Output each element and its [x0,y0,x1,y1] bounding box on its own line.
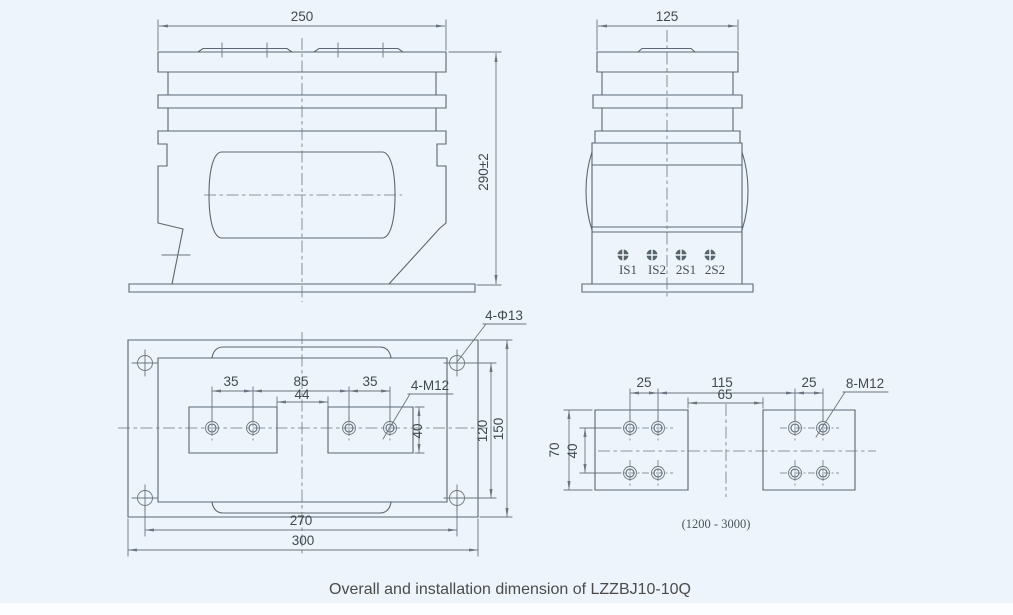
dim-busbar-plate-height: 70 [547,442,562,457]
terminal-label-2s2: 2S2 [705,262,725,277]
terminal-screw-icon [646,249,658,261]
note-busbar-holes: 8-M12 [846,376,884,391]
note-corner-holes: 4-Φ13 [485,308,523,323]
dim-busbar-gap: 65 [717,387,732,402]
dim-pad-pitch-right: 35 [362,374,377,389]
plan-view: 35 85 35 44 40 120 150 270 300 4-Φ13 4-M… [118,308,527,557]
front-view-dimensions: 250 290±2 [157,9,502,286]
dim-pad-span-center: 85 [293,374,308,389]
plan-view-centerlines [118,332,488,556]
busbar-view: 25 115 25 65 70 40 8-M12 (1200 - 3000) [547,375,889,531]
busbar-dimensions: 25 115 25 65 70 40 [547,375,824,491]
busbar-notes: 8-M12 (1200 - 3000) [682,376,889,531]
busbar-plates-outline [594,409,856,491]
dim-base-depth: 150 [491,418,506,441]
current-range-note: (1200 - 3000) [682,517,751,531]
footer-strip [0,603,1013,615]
terminal-screws: IS1 IS2 2S1 2S2 [617,249,725,277]
note-pad-holes: 4-M12 [411,378,449,393]
dim-front-width: 250 [291,9,314,24]
side-view: IS1 IS2 2S1 2S2 125 [581,9,754,298]
corner-mount-holes [131,349,471,512]
dim-busbar-pitch-right: 25 [801,375,816,390]
plan-view-outline [127,339,479,518]
terminal-label-1s1: IS1 [619,262,637,277]
dim-hole-span-horizontal: 270 [290,513,313,528]
dim-base-width: 300 [292,533,315,548]
plan-view-dimensions: 35 85 35 44 40 120 150 270 300 [127,339,513,557]
busbar-thread-holes [614,415,839,486]
dim-busbar-pitch-left: 25 [636,375,651,390]
dim-front-height: 290±2 [476,153,491,190]
terminal-label-1s2: IS2 [648,262,666,277]
plan-view-notes: 4-Φ13 4-M12 [382,308,527,440]
dim-hole-span-vertical: 120 [475,420,490,443]
front-view: 250 290±2 [128,9,502,302]
terminal-screw-icon [675,249,687,261]
dim-busbar-span-center: 115 [711,375,733,390]
front-view-centerlines [204,38,402,302]
core-window-outline [208,151,396,239]
dim-side-width: 125 [656,9,679,24]
busbar-centerlines [598,404,876,497]
terminal-screw-icon [617,249,629,261]
dim-busbar-row-pitch: 40 [565,443,580,458]
dim-pad-gap: 44 [294,387,310,402]
side-view-dimensions: 125 [596,9,739,51]
terminal-screw-icon [704,249,716,261]
dim-pad-height: 40 [410,423,425,438]
front-view-outline [128,42,476,293]
dim-pad-pitch-left: 35 [223,374,238,389]
terminal-label-2s1: 2S1 [676,262,696,277]
drawing-caption: Overall and installation dimension of LZ… [329,581,691,598]
